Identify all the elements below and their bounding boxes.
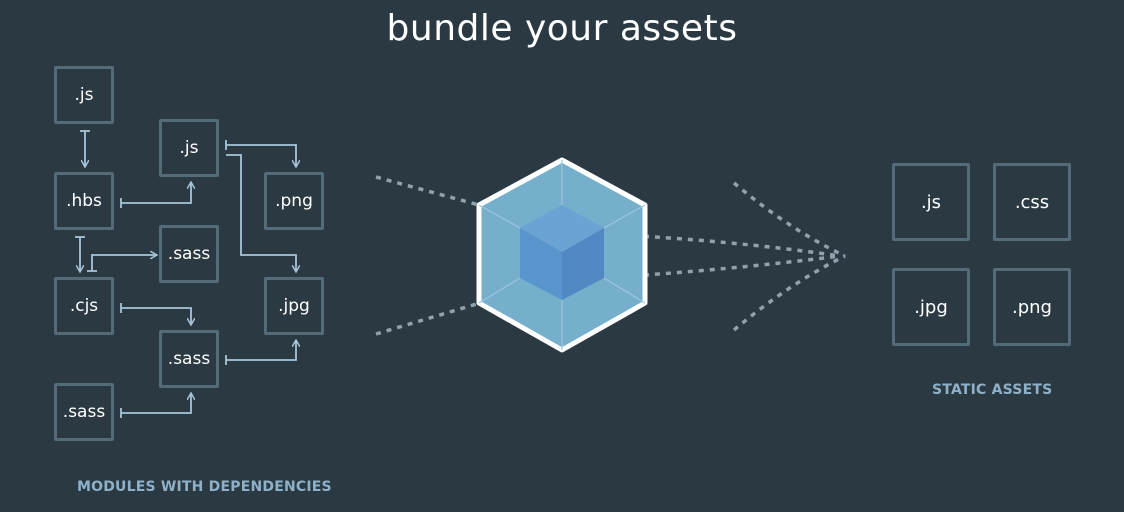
module-js-box: .js xyxy=(54,66,114,124)
module-jpg-box: .jpg xyxy=(264,277,324,335)
module-png-box: .png xyxy=(264,172,324,230)
asset-js-box: .js xyxy=(892,163,970,241)
modules-caption: MODULES WITH DEPENDENCIES xyxy=(77,479,332,495)
module-hbs-box: .hbs xyxy=(54,172,114,230)
asset-css-box: .css xyxy=(993,163,1071,241)
page-title: bundle your assets xyxy=(386,8,738,49)
asset-png-box: .png xyxy=(993,268,1071,346)
module-js-dependency-box: .js xyxy=(159,119,219,177)
assets-caption: STATIC ASSETS xyxy=(932,382,1053,398)
module-cjs-box: .cjs xyxy=(54,277,114,335)
asset-jpg-box: .jpg xyxy=(892,268,970,346)
module-sass-right-box: .sass xyxy=(159,225,219,283)
module-sass-middle-box: .sass xyxy=(159,330,219,388)
module-sass-bottom-box: .sass xyxy=(54,383,114,441)
